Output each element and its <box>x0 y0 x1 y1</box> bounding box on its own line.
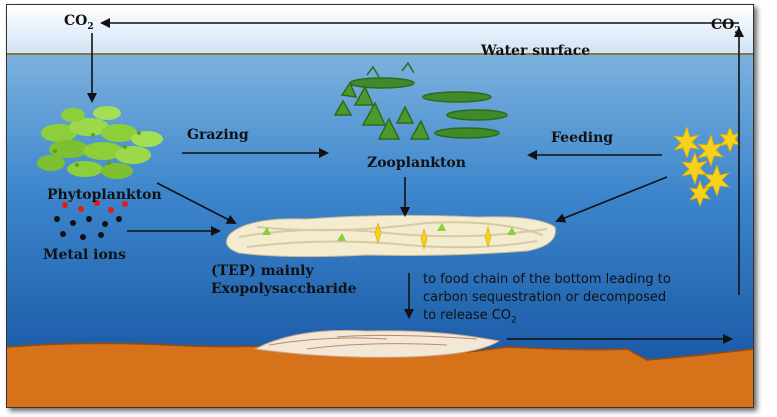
tep-label-line2: Exopolysaccharide <box>211 281 357 297</box>
diagram-frame: CO2 CO2 Water surface Grazing Feeding Zo… <box>6 4 754 408</box>
arrows <box>87 18 744 344</box>
water-body <box>7 53 753 363</box>
tep-label-line1: (TEP) mainly <box>211 263 314 279</box>
fate-line2: carbon sequestration or decomposed <box>423 290 667 305</box>
co2-right-label: CO2 <box>711 17 741 36</box>
sediment-layer <box>7 343 753 407</box>
tep-aggregate-icon <box>226 214 556 258</box>
zooplankton-icon <box>333 61 508 140</box>
ocean-diagram <box>7 5 753 407</box>
fate-text: to food chain of the bottom leading to c… <box>423 271 671 330</box>
fate-line3: to release CO2 <box>423 308 517 326</box>
phytoplankton-label: Phytoplankton <box>47 187 162 203</box>
metal-ions-icon <box>54 200 128 240</box>
sediment-deposit-icon <box>253 329 501 358</box>
water-surface-label: Water surface <box>481 43 591 59</box>
phytoplankton-icon <box>37 106 163 179</box>
sky-area <box>7 5 753 55</box>
grazing-label: Grazing <box>187 127 249 143</box>
phyto-to-tep-arrow <box>156 182 237 224</box>
fate-line1: to food chain of the bottom leading to <box>423 272 671 287</box>
yellow-particles-icon <box>672 125 742 208</box>
zooplankton-label: Zooplankton <box>367 155 466 171</box>
co2-left-label: CO2 <box>64 13 94 32</box>
feeding-label: Feeding <box>551 130 614 146</box>
metal-ions-label: Metal ions <box>43 247 126 263</box>
particles-to-tep-arrow <box>555 176 668 223</box>
